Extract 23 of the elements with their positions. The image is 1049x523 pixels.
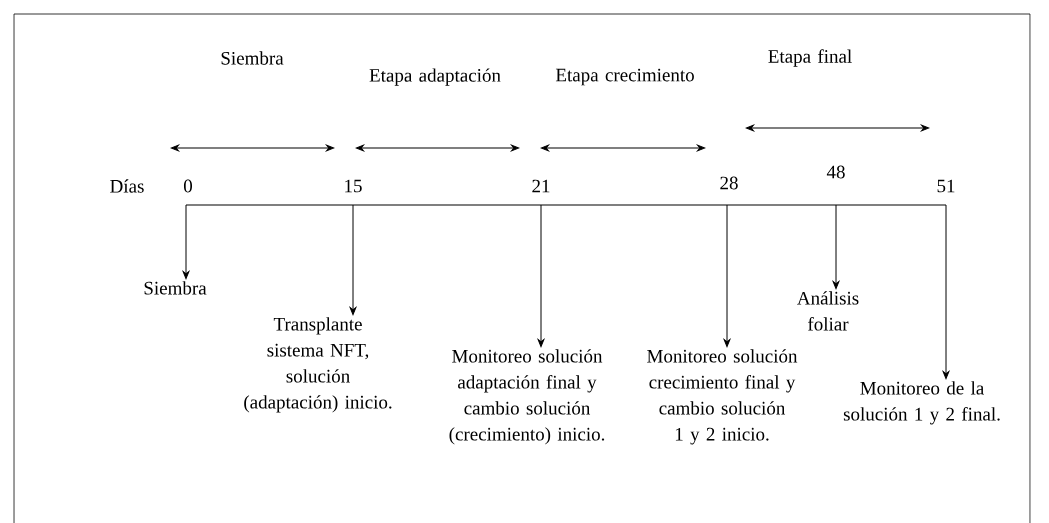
stage-label: Etapa adaptación	[369, 68, 501, 86]
arrow	[537, 204, 545, 348]
day-number: 48	[826, 165, 845, 179]
event-text: Monitoreo de la solución 1 y 2 final.	[843, 381, 1000, 425]
arrow	[723, 204, 731, 348]
event-text: Monitoreo solución adaptación final y cambio solución (crecimiento) inicio.	[449, 349, 605, 445]
event-text: Monitoreo solución crecimiento final y cambio solución 1 y 2 inicio.	[647, 349, 798, 445]
day-number: 28	[720, 176, 738, 190]
day-number: 0	[184, 179, 192, 193]
day-number: 15	[345, 179, 362, 193]
arrow	[832, 204, 840, 290]
arrow	[349, 204, 357, 316]
stage-label: Siembra	[221, 51, 284, 65]
arrow	[942, 204, 950, 380]
event-text: Análisis foliar	[797, 291, 859, 331]
arrow	[182, 204, 190, 280]
stage-label: Etapa final	[768, 49, 852, 67]
stage-label: Etapa crecimiento	[555, 68, 694, 86]
day-number: 51	[937, 179, 955, 193]
event-text: Siembra	[144, 281, 207, 295]
day-number: 21	[532, 179, 550, 193]
event-text: Transplante sistema NFT, solución (adaptación) inicio.	[244, 317, 392, 413]
axis-label: Días	[110, 179, 144, 193]
